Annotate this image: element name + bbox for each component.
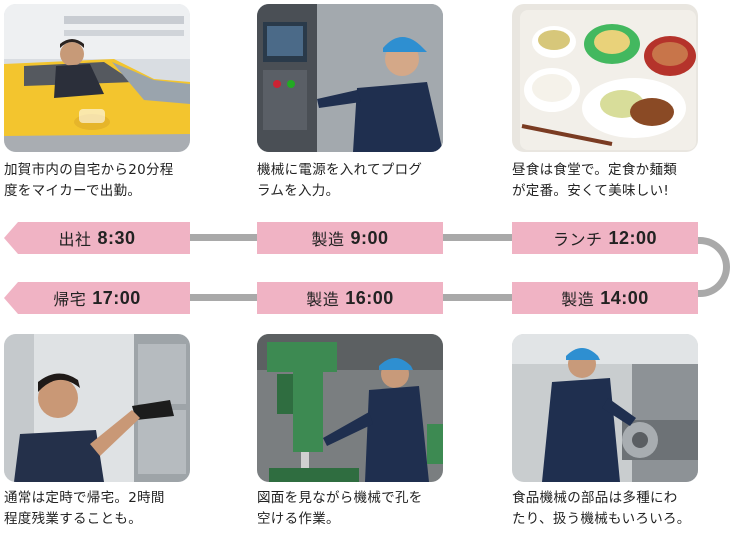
time-tag-label: 製造	[311, 230, 345, 249]
lathe-illustration	[512, 334, 698, 482]
timeline-connector	[443, 294, 512, 301]
caption-lathe: 食品機械の部品は多種にわ たり、扱う機械もいろいろ。	[512, 488, 702, 530]
caption-line: たり、扱う機械もいろいろ。	[512, 511, 691, 527]
caption-go-home: 通常は定時で帰宅。2時間 程度残業することも。	[4, 488, 194, 530]
time-tag-time: 9:00	[350, 227, 389, 248]
photo-drilling	[257, 334, 443, 482]
caption-line: 程度残業することも。	[4, 511, 142, 527]
time-tag-time: 14:00	[600, 287, 649, 308]
caption-lunch: 昼食は食堂で。定食か麺類 が定番。安くて美味しい!	[512, 160, 702, 202]
caption-line: 昼食は食堂で。定食か麺類	[512, 162, 678, 178]
time-tag-manufacture-1400: 製造 14:00	[512, 282, 698, 314]
time-tag-label: 製造	[561, 290, 595, 309]
machine-operator-illustration	[257, 4, 443, 152]
caption-commute: 加賀市内の自宅から20分程 度をマイカーで出勤。	[4, 160, 194, 202]
time-tag-lunch: ランチ 12:00	[512, 222, 698, 254]
caption-line: 図面を見ながら機械で孔を	[257, 490, 423, 506]
caption-machine-power: 機械に電源を入れてプログ ラムを入力。	[257, 160, 447, 202]
caption-line: 空ける作業。	[257, 511, 340, 527]
time-tag-go-home: 帰宅 17:00	[4, 282, 190, 314]
time-tag-manufacture-900: 製造 9:00	[257, 222, 443, 254]
time-tag-time: 16:00	[345, 287, 394, 308]
caption-line: 機械に電源を入れてプログ	[257, 162, 423, 178]
time-tag-label: 帰宅	[53, 290, 87, 309]
time-tag-label: ランチ	[552, 230, 603, 249]
timeline-connector	[190, 294, 257, 301]
caption-drilling: 図面を見ながら機械で孔を 空ける作業。	[257, 488, 447, 530]
time-tag-label: 製造	[306, 290, 340, 309]
caption-line: ラムを入力。	[257, 183, 340, 199]
caption-line: 加賀市内の自宅から20分程	[4, 162, 174, 178]
photo-commute	[4, 4, 190, 152]
time-tag-arrive: 出社 8:30	[4, 222, 190, 254]
time-tag-time: 17:00	[92, 287, 141, 308]
time-tag-manufacture-1600: 製造 16:00	[257, 282, 443, 314]
photo-go-home	[4, 334, 190, 482]
caption-line: 通常は定時で帰宅。2時間	[4, 490, 165, 506]
caption-line: が定番。安くて美味しい!	[512, 183, 670, 199]
photo-lathe	[512, 334, 698, 482]
photo-machine-power	[257, 4, 443, 152]
time-tag-time: 12:00	[608, 227, 658, 248]
caption-line: 度をマイカーで出勤。	[4, 183, 142, 199]
locker-illustration	[4, 334, 190, 482]
caption-line: 食品機械の部品は多種にわ	[512, 490, 678, 506]
time-tag-label: 出社	[58, 230, 92, 249]
timeline-connector	[443, 234, 512, 241]
time-tag-time: 8:30	[97, 227, 136, 248]
timeline-connector	[190, 234, 257, 241]
timeline-loop-connector	[690, 237, 730, 297]
lunch-tray-illustration	[512, 4, 698, 152]
photo-lunch	[512, 4, 698, 152]
drilling-illustration	[257, 334, 443, 482]
commute-illustration	[4, 4, 190, 152]
